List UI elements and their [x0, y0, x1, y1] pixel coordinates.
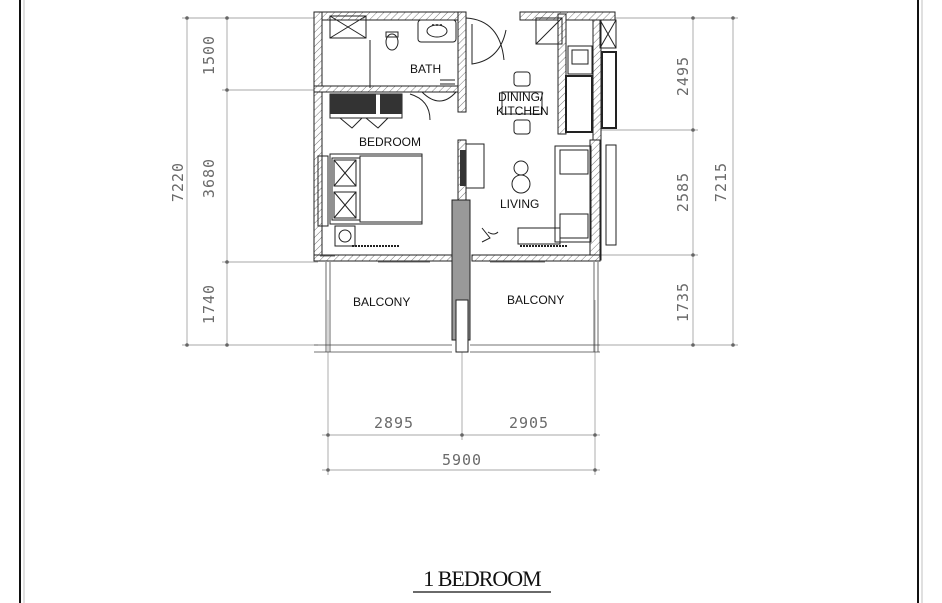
dim-right-top: 2495 — [674, 56, 692, 96]
plan-title: 1 BEDROOM — [423, 566, 541, 591]
room-label-dining: DINING/ — [498, 90, 544, 104]
door-swings — [421, 17, 505, 102]
living-furniture — [460, 143, 617, 246]
sheet-border — [19, 0, 923, 603]
dim-left-total: 7220 — [169, 162, 187, 202]
dim-bottom-total: 5900 — [442, 451, 482, 469]
ac-units — [320, 225, 568, 263]
left-dimension-lines — [182, 16, 318, 347]
structural-column-base — [455, 299, 469, 353]
room-label-bath: BATH — [410, 62, 441, 76]
dim-right-bottom: 1735 — [674, 282, 692, 322]
dim-left-mid: 3680 — [200, 158, 218, 198]
kitchen-fixtures — [471, 17, 617, 133]
room-label-balcony-left: BALCONY — [353, 295, 410, 309]
bedroom-wardrobe — [329, 93, 431, 129]
bath-fixtures — [329, 15, 457, 88]
walls — [313, 11, 616, 262]
dim-bottom-left: 2895 — [374, 414, 414, 432]
balcony-outline — [314, 262, 600, 353]
room-label-living: LIVING — [500, 197, 539, 211]
room-label-bedroom: BEDROOM — [359, 135, 421, 149]
dim-left-top: 1500 — [200, 35, 218, 75]
bed — [317, 153, 423, 227]
dim-bottom-right: 2905 — [509, 414, 549, 432]
bottom-dimension-lines — [322, 300, 600, 475]
dining-table — [501, 71, 543, 135]
dim-right-total: 7215 — [712, 162, 730, 202]
room-label-kitchen: KITCHEN — [496, 104, 549, 118]
right-dimension-lines — [600, 16, 738, 347]
dim-left-bottom: 1740 — [200, 284, 218, 324]
room-label-balcony-right: BALCONY — [507, 293, 564, 307]
dim-right-mid: 2585 — [674, 172, 692, 212]
